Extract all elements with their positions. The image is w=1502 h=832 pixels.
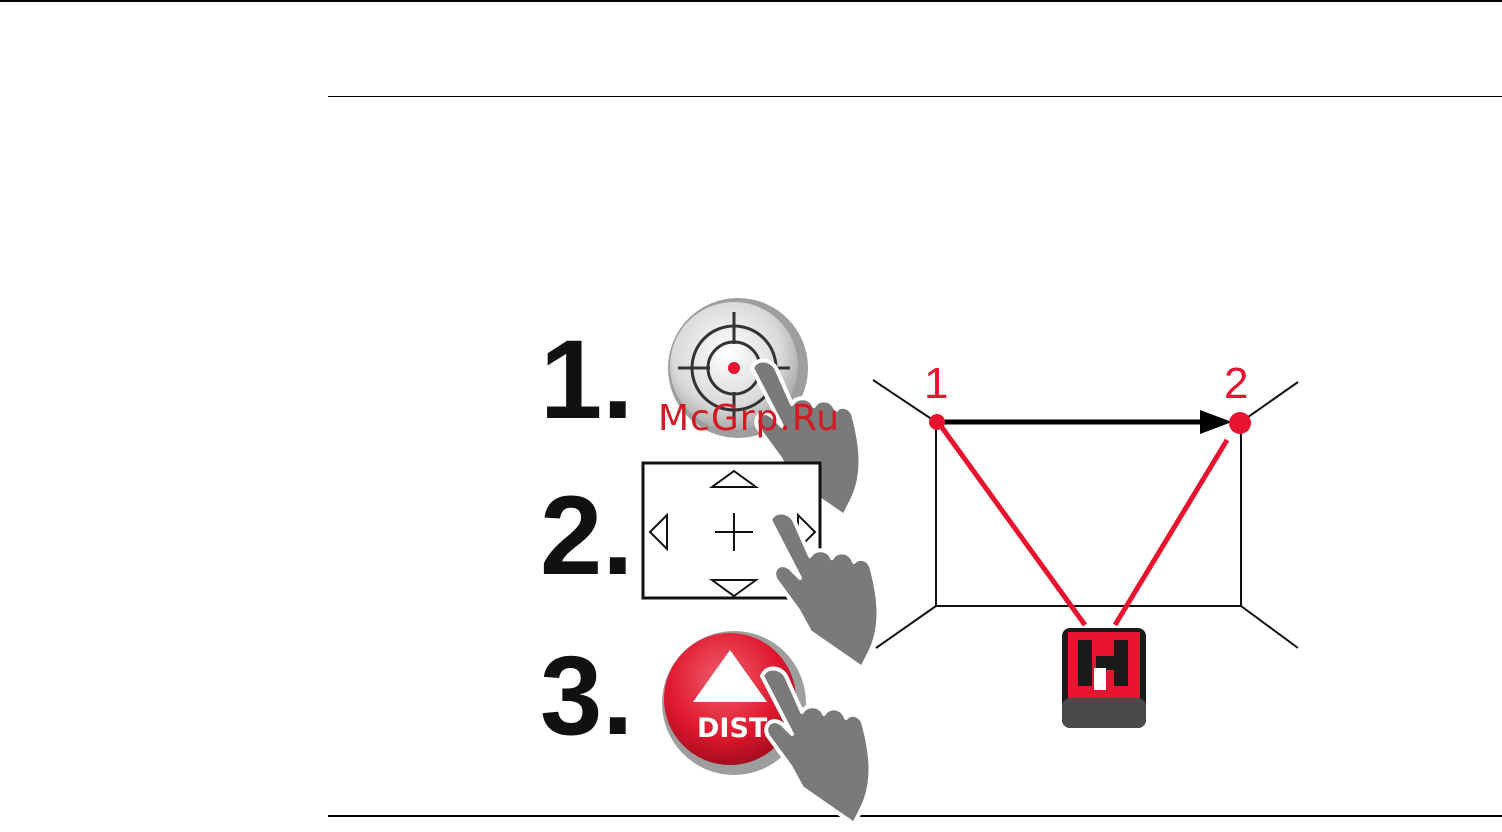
point-2-marker <box>1229 412 1251 434</box>
hand-pointer-icon <box>770 513 879 669</box>
step-2-number: 2. <box>540 473 633 598</box>
dist-button-label: DIST <box>697 713 768 744</box>
measurement-arrow <box>938 410 1232 434</box>
step-1-number: 1. <box>540 317 633 442</box>
laser-beams <box>938 422 1227 625</box>
point-2-label: 2 <box>1224 359 1248 408</box>
point-1-label: 1 <box>924 359 948 408</box>
watermark-text: McGrp.Ru <box>658 398 840 439</box>
point-1-marker <box>929 414 945 430</box>
step-3-number: 3. <box>540 633 633 758</box>
laser-device-icon <box>1062 628 1146 728</box>
hand-pointer-icon <box>762 669 871 825</box>
